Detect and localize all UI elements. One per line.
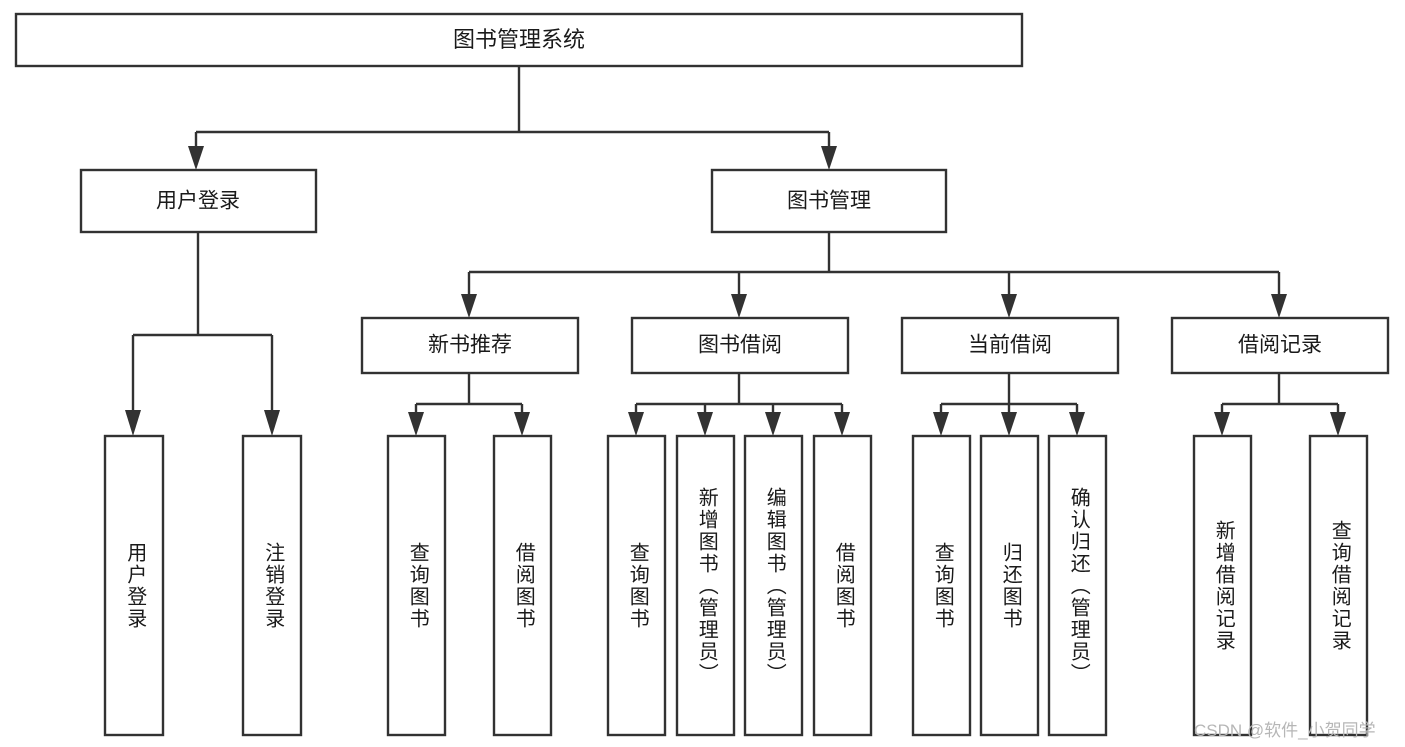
node-root[interactable]: 图书管理系统 bbox=[14, 12, 1024, 68]
node-user-login-box[interactable] bbox=[79, 168, 318, 234]
node-book-borrow[interactable]: 图书借阅 bbox=[630, 316, 850, 375]
arrow-head-icon bbox=[461, 294, 477, 318]
connector-layer bbox=[125, 66, 1346, 436]
arrow-head-icon bbox=[1001, 412, 1017, 436]
node-current-borrow[interactable]: 当前借阅 bbox=[900, 316, 1120, 375]
arrow-head-icon bbox=[628, 412, 644, 436]
leaf-box-query-borrow-record[interactable] bbox=[1308, 434, 1369, 737]
arrow-head-icon bbox=[1069, 412, 1085, 436]
node-new-book-recommend-label: 新书推荐 bbox=[428, 334, 512, 357]
leaf-box-user-login[interactable] bbox=[103, 434, 165, 737]
leaf-box-query-book-1[interactable] bbox=[386, 434, 447, 737]
arrow-head-icon bbox=[731, 294, 747, 318]
leaf-box-query-book-2[interactable] bbox=[606, 434, 667, 737]
arrow-head-icon bbox=[933, 412, 949, 436]
leaf-box-return-book[interactable] bbox=[979, 434, 1040, 737]
leaf-box-edit-book-admin[interactable] bbox=[743, 434, 804, 737]
arrow-head-icon bbox=[514, 412, 530, 436]
arrow-head-icon bbox=[834, 412, 850, 436]
arrow-head-icon bbox=[1271, 294, 1287, 318]
arrow-head-icon bbox=[765, 412, 781, 436]
leaf-box-query-book-3[interactable] bbox=[911, 434, 972, 737]
node-book-management-box[interactable] bbox=[710, 168, 948, 234]
node-new-book-recommend-box[interactable] bbox=[360, 316, 580, 375]
arrow-head-icon bbox=[697, 412, 713, 436]
arrow-head-icon bbox=[821, 146, 837, 170]
node-borrow-record-box[interactable] bbox=[1170, 316, 1390, 375]
arrow-head-icon bbox=[1001, 294, 1017, 318]
node-root-label: 图书管理系统 bbox=[453, 27, 585, 52]
node-current-borrow-box[interactable] bbox=[900, 316, 1120, 375]
node-book-management[interactable]: 图书管理 bbox=[710, 168, 948, 234]
leaf-box-borrow-book-1[interactable] bbox=[492, 434, 553, 737]
node-user-login-label: 用户登录 bbox=[156, 190, 240, 213]
node-borrow-record[interactable]: 借阅记录 bbox=[1170, 316, 1390, 375]
node-new-book-recommend[interactable]: 新书推荐 bbox=[360, 316, 580, 375]
leaf-box-add-borrow-record[interactable] bbox=[1192, 434, 1253, 737]
csdn-watermark: CSDN @软件_小贺同学 bbox=[1194, 721, 1376, 740]
node-book-management-label: 图书管理 bbox=[787, 190, 871, 213]
leaf-box-confirm-return-admin[interactable] bbox=[1047, 434, 1108, 737]
node-current-borrow-label: 当前借阅 bbox=[968, 334, 1052, 357]
leaf-box-logout[interactable] bbox=[241, 434, 303, 737]
node-root-box[interactable] bbox=[14, 12, 1024, 68]
arrow-head-icon bbox=[264, 410, 280, 436]
arrow-head-icon bbox=[188, 146, 204, 170]
node-borrow-record-label: 借阅记录 bbox=[1238, 334, 1322, 357]
arrow-head-icon bbox=[1330, 412, 1346, 436]
leaf-box-layer bbox=[103, 434, 1369, 737]
arrow-head-icon bbox=[408, 412, 424, 436]
node-user-login[interactable]: 用户登录 bbox=[79, 168, 318, 234]
node-book-borrow-box[interactable] bbox=[630, 316, 850, 375]
arrow-head-icon bbox=[125, 410, 141, 436]
node-book-borrow-label: 图书借阅 bbox=[698, 334, 782, 357]
arrow-head-icon bbox=[1214, 412, 1230, 436]
leaf-box-borrow-book-2[interactable] bbox=[812, 434, 873, 737]
leaf-box-add-book-admin[interactable] bbox=[675, 434, 736, 737]
